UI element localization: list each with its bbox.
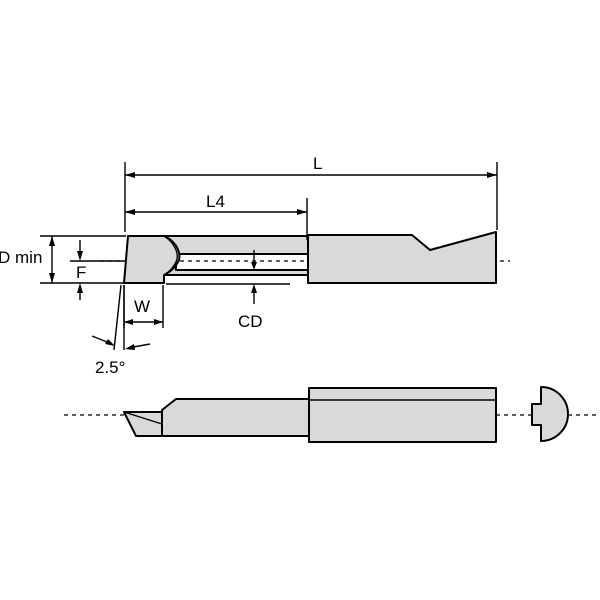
top-neck: [163, 235, 309, 276]
cd-arrowhead-upper: [251, 262, 257, 270]
top-shank: [307, 231, 497, 284]
dmin-arrow-bottom: [49, 273, 55, 283]
bottom-cutting-tip: [123, 411, 163, 437]
cd-label: CD: [238, 312, 263, 331]
l-arrow-right: [487, 172, 497, 178]
l4-arrow-right: [297, 209, 307, 215]
bottom-tip-edge: [123, 411, 163, 425]
l4-arrow-left: [125, 209, 135, 215]
top-head-relief-curve: [163, 235, 178, 276]
f-arrow-lower: [77, 283, 83, 293]
l-label: L: [313, 154, 322, 173]
l4-label: L4: [206, 192, 225, 211]
top-view: CD L L4 D min F W: [0, 154, 510, 377]
f-arrow-upper: [77, 251, 83, 261]
angle-label: 2.5°: [95, 358, 125, 377]
dmin-label: D min: [0, 248, 42, 267]
angle-arrow-left: [105, 339, 115, 346]
angle-line-tilted: [113, 284, 122, 351]
w-arrow-left: [124, 319, 133, 325]
cd-arrowhead-lower: [251, 284, 257, 293]
angle-arrow-right: [125, 344, 135, 350]
w-arrow-right: [154, 319, 163, 325]
bottom-neck: [161, 398, 310, 437]
dmin-arrow-top: [49, 236, 55, 246]
l-arrow-left: [125, 172, 135, 178]
f-label: F: [76, 263, 86, 282]
bottom-view: [64, 386, 600, 443]
w-label: W: [134, 297, 150, 316]
end-view: [531, 386, 569, 442]
bottom-shank: [308, 387, 497, 443]
